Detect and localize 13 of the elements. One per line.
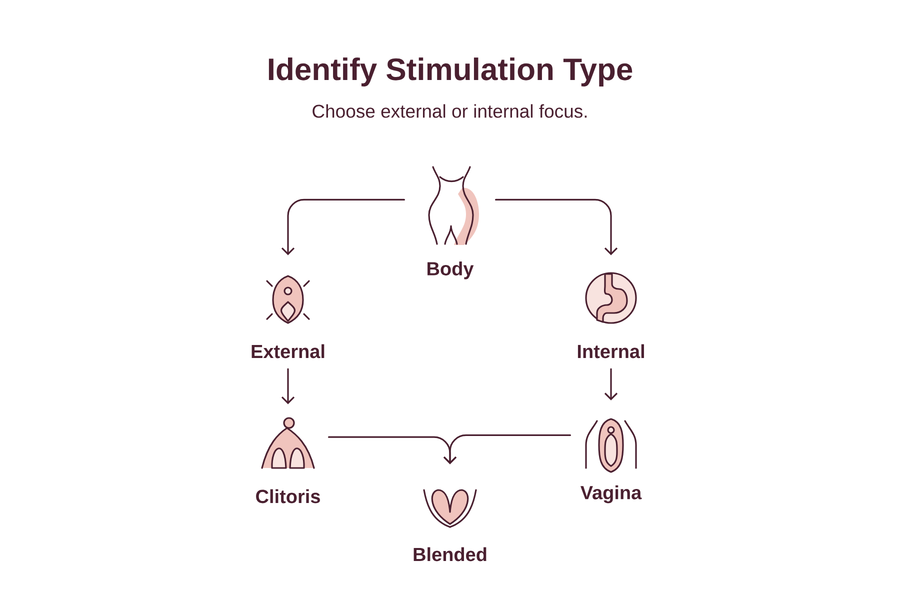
- node-label: Blended: [414, 547, 486, 562]
- subtitle: Choose external or internal focus.: [312, 104, 587, 118]
- node-label: Clitoris: [256, 489, 320, 504]
- title: Identify Stimulation Type: [268, 58, 632, 86]
- node-label: Body: [428, 262, 474, 280]
- arrow: [604, 368, 618, 400]
- arrow: [281, 198, 405, 256]
- node-label: External: [252, 344, 324, 358]
- arrow: [443, 434, 571, 464]
- arrow: [281, 368, 295, 404]
- node-label: Vagina: [580, 485, 642, 504]
- node-label: Internal: [578, 344, 644, 358]
- arrow: [495, 198, 618, 256]
